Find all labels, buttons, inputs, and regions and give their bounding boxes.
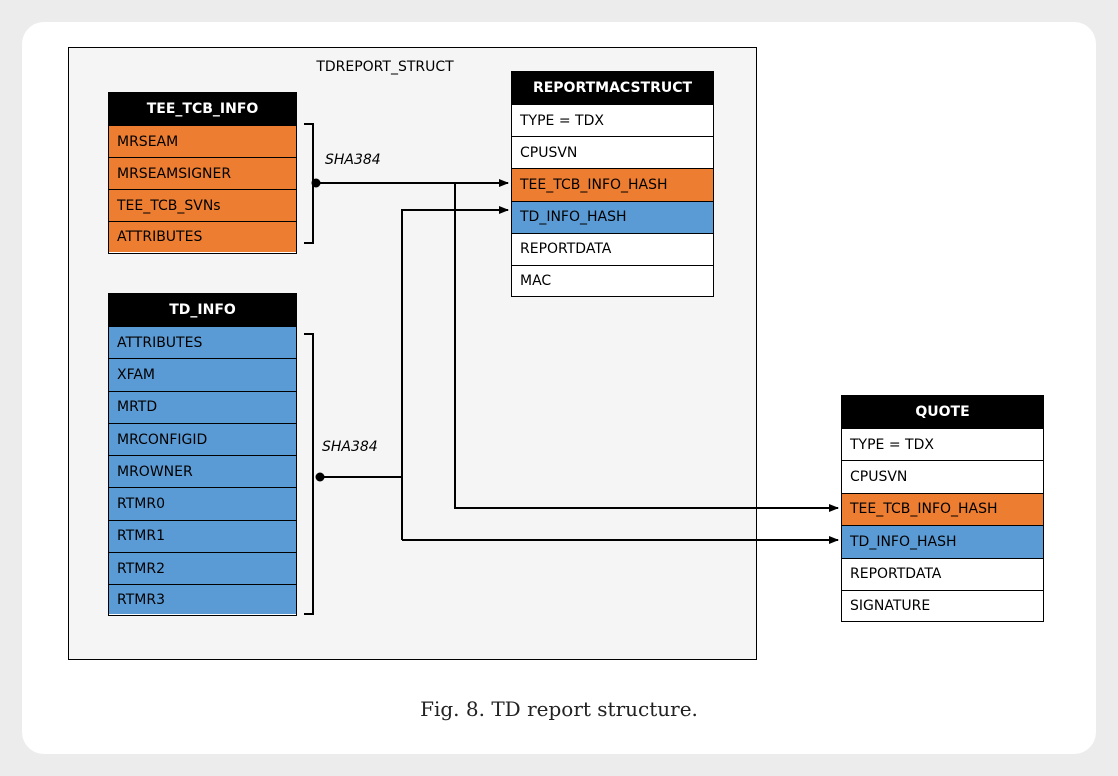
- quote-box: QUOTE TYPE = TDX CPUSVN TEE_TCB_INFO_HAS…: [841, 395, 1044, 622]
- td-info-row: RTMR0: [109, 487, 296, 520]
- quote-row: CPUSVN: [842, 460, 1043, 493]
- reportmacstruct-row: TD_INFO_HASH: [512, 200, 713, 233]
- reportmacstruct-row: CPUSVN: [512, 136, 713, 169]
- quote-row: TEE_TCB_INFO_HASH: [842, 492, 1043, 526]
- td-info-row: MRCONFIGID: [109, 422, 296, 456]
- reportmacstruct-header: REPORTMACSTRUCT: [512, 72, 713, 104]
- tee-tcb-info-header: TEE_TCB_INFO: [109, 93, 296, 125]
- td-info-row: MRTD: [109, 390, 296, 423]
- td-info-brace: [304, 333, 314, 615]
- td-info-box: TD_INFO ATTRIBUTES XFAM MRTD MRCONFIGID …: [108, 293, 297, 616]
- reportmacstruct-row: TYPE = TDX: [512, 104, 713, 137]
- tee-tcb-info-row: ATTRIBUTES: [109, 221, 296, 252]
- sha384-label-top: SHA384: [325, 152, 381, 168]
- td-info-row: MROWNER: [109, 455, 296, 488]
- tee-tcb-info-row: TEE_TCB_SVNs: [109, 189, 296, 221]
- quote-header: QUOTE: [842, 396, 1043, 428]
- quote-row: TD_INFO_HASH: [842, 525, 1043, 558]
- tdreport-struct-title: TDREPORT_STRUCT: [316, 59, 454, 75]
- reportmacstruct-box: REPORTMACSTRUCT TYPE = TDX CPUSVN TEE_TC…: [511, 71, 714, 297]
- reportmacstruct-row: MAC: [512, 264, 713, 296]
- quote-row: REPORTDATA: [842, 557, 1043, 590]
- td-info-header: TD_INFO: [109, 294, 296, 326]
- tee-tcb-info-box: TEE_TCB_INFO MRSEAM MRSEAMSIGNER TEE_TCB…: [108, 92, 297, 254]
- tee-tcb-info-row: MRSEAM: [109, 125, 296, 157]
- reportmacstruct-row: TEE_TCB_INFO_HASH: [512, 168, 713, 201]
- sha384-label-bottom: SHA384: [322, 439, 378, 455]
- td-info-row: RTMR2: [109, 552, 296, 585]
- quote-row: SIGNATURE: [842, 589, 1043, 621]
- figure-caption: Fig. 8. TD report structure.: [420, 697, 698, 721]
- td-info-row: ATTRIBUTES: [109, 326, 296, 359]
- quote-row: TYPE = TDX: [842, 428, 1043, 461]
- td-info-row: RTMR3: [109, 584, 296, 615]
- td-info-row: XFAM: [109, 358, 296, 391]
- td-info-row: RTMR1: [109, 519, 296, 553]
- reportmacstruct-row: REPORTDATA: [512, 232, 713, 265]
- tee-tcb-info-row: MRSEAMSIGNER: [109, 157, 296, 189]
